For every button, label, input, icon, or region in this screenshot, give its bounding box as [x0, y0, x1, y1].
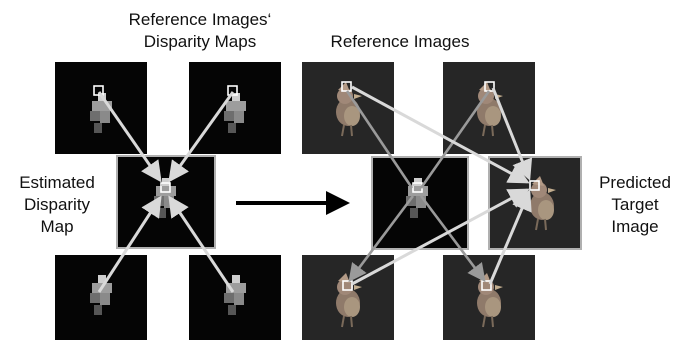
disparity-tile-top-right [189, 62, 281, 154]
marker-square [160, 182, 171, 193]
marker-square [341, 81, 352, 92]
estimated-label-line3: Map [40, 217, 74, 236]
estimated-disparity-map-tile [116, 155, 216, 249]
predicted-label-line2: Target [611, 195, 659, 214]
center-disparity-tile [371, 156, 469, 250]
predicted-label-line1: Predicted [599, 173, 671, 192]
disparity-tile-bottom-left [55, 255, 147, 340]
estimated-label-line2: Disparity [23, 195, 91, 214]
ref-disparity-title-line1: Reference Images‘ [128, 10, 272, 29]
disparity-tile-bottom-right [189, 255, 281, 340]
predicted-label-line3: Image [611, 217, 659, 236]
reference-image-top-right [443, 62, 535, 154]
ref-disparity-title-line2: Disparity Maps [143, 32, 257, 51]
estimated-label-line1: Estimated [19, 173, 95, 192]
marker-square [93, 85, 104, 96]
marker-square [529, 180, 540, 191]
ref-images-title: Reference Images [330, 32, 470, 51]
marker-square [481, 280, 492, 291]
marker-square [342, 280, 353, 291]
marker-square [484, 81, 495, 92]
reference-image-bottom-right [443, 255, 535, 340]
